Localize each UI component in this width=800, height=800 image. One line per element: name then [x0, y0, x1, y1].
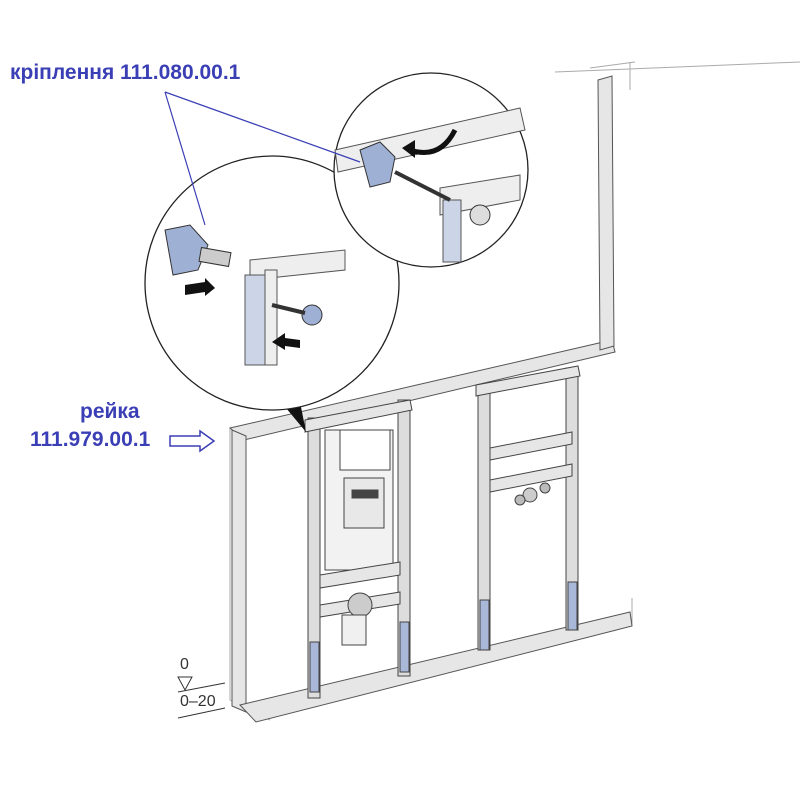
- dimension-zero: 0: [180, 656, 189, 673]
- callout-pointer: [286, 402, 306, 432]
- rail-arrow-icon: [169, 429, 216, 453]
- rail-frame: [228, 75, 633, 723]
- rail-code-label: 111.979.00.1: [30, 428, 151, 451]
- level-triangle-icon: [177, 676, 193, 692]
- detail-circle-2: [333, 72, 529, 268]
- leader-lines: [164, 91, 361, 226]
- dimension-marks: [177, 676, 226, 719]
- rail-title-label: рейка: [80, 400, 140, 423]
- washbasin-module: [475, 365, 581, 651]
- detail-circle-1: [144, 155, 400, 411]
- left-post: [231, 429, 247, 713]
- bracket-label: кріплення 111.080.00.1: [10, 61, 241, 84]
- right-post: [597, 75, 615, 351]
- bottom-rail: [239, 611, 633, 723]
- wc-module: [304, 399, 413, 699]
- arrow-icon: [185, 278, 215, 296]
- arrow-icon: [272, 333, 300, 350]
- dimension-range: 0–20: [180, 693, 216, 710]
